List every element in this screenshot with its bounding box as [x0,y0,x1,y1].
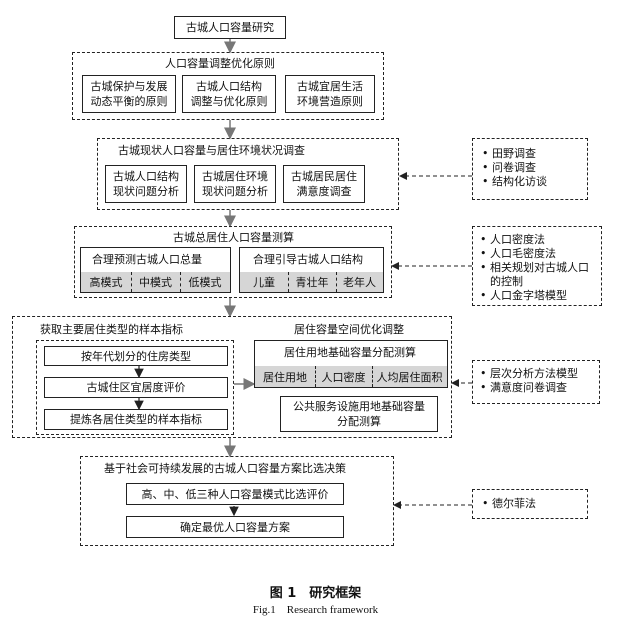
section1-box-1: 古城保护与发展 动态平衡的原则 [82,75,176,113]
section1-title: 人口容量调整优化原则 [165,57,275,70]
section3-right-title: 合理引导古城人口结构 [253,253,363,266]
section4-right-top-title: 居住用地基础容量分配测算 [284,346,416,359]
method-questionnaire: • 问卷调查 [482,161,536,174]
methods2-list: • 田野调查 • 问卷调查 • 结构化访谈 [482,147,547,189]
section2-box-2: 古城居住环境 现状问题分析 [194,165,276,203]
section3-right-cell-1: 儿童 [240,272,288,292]
section3-left-cell-3: 低模式 [180,272,230,292]
section3-left-title: 合理预测古城人口总量 [92,253,202,266]
method-population-density: • 人口密度法 [480,233,545,246]
section5-box-1: 高、中、低三种人口容量模式比选评价 [126,483,344,505]
methods3-list: • 人口密度法 • 人口毛密度法 • 相关规划对古城人口 的控制 • 人口金字塔… [480,233,589,303]
section3-title: 古城总居住人口容量测算 [173,231,294,244]
section5-box-2: 确定最优人口容量方案 [126,516,344,538]
section3-frame [74,226,392,298]
section4-right-cell-1: 居住用地 [255,366,315,387]
title-box: 古城人口容量研究 [174,16,286,39]
method-delphi: • 德尔菲法 [482,497,536,510]
section1-frame [72,52,384,120]
section3-right-sep-1 [288,272,289,292]
section4-frame [12,316,452,438]
method-pyramid-model: • 人口金字塔模型 [480,289,567,302]
section3-right-sep-2 [336,272,337,292]
methods2-frame [472,138,588,200]
section3-left-cell-1: 高模式 [81,272,131,292]
section4-right-title: 居住容量空间优化调整 [294,323,404,336]
section4-right-bottom-box: 公共服务设施用地基础容量 分配测算 [280,396,438,432]
method-ahp: • 层次分析方法模型 [480,367,578,380]
methods3-frame [472,226,602,306]
section4-left-box-1: 按年代划分的住房类型 [44,346,228,366]
method-field-survey: • 田野调查 [482,147,536,160]
figure-caption-cn: 图 1 研究框架 [269,586,362,601]
methods4-list: • 层次分析方法模型 • 满意度问卷调查 [480,367,578,395]
section4-left-box-3: 提炼各居住类型的样本指标 [44,409,228,430]
section3-left-cell-2: 中模式 [131,272,180,292]
method-planning-control-cont: 的控制 [490,275,523,288]
section3-right-cell-2: 青壮年 [288,272,336,292]
methods5-frame [472,489,588,519]
section4-right-cell-2: 人口密度 [315,366,372,387]
section3-left-sep-2 [180,272,181,292]
section2-box-1: 古城人口结构 现状问题分析 [105,165,187,203]
methods5-list: • 德尔菲法 [482,497,536,511]
section1-box-2: 古城人口结构 调整与优化原则 [182,75,276,113]
section4-left-box-2: 古城住区宜居度评价 [44,377,228,398]
section4-right-sep-2 [372,366,373,387]
section5-title: 基于社会可持续发展的古城人口容量方案比选决策 [104,462,346,475]
section3-left-sep-1 [131,272,132,292]
section4-right-cell-3: 人均居住面积 [372,366,447,387]
section3-right-cell-3: 老年人 [336,272,383,292]
section4-left-title: 获取主要居住类型的样本指标 [40,323,183,336]
figure-caption-en: Fig.1 Research framework [252,604,379,616]
section5-frame [80,456,394,546]
method-interview: • 结构化访谈 [482,175,547,188]
method-satisfaction: • 满意度问卷调查 [480,381,567,394]
method-gross-density: • 人口毛密度法 [480,247,556,260]
methods4-frame [472,360,600,404]
section2-box-3: 古城居民居住 满意度调查 [283,165,365,203]
section4-left-frame [36,340,234,435]
method-planning-control: • 相关规划对古城人口 [480,261,589,274]
section2-title: 古城现状人口容量与居住环境状况调查 [118,144,305,157]
section4-right-sep-1 [315,366,316,387]
section1-box-3: 古城宜居生活 环境营造原则 [285,75,375,113]
section2-frame [97,138,399,210]
